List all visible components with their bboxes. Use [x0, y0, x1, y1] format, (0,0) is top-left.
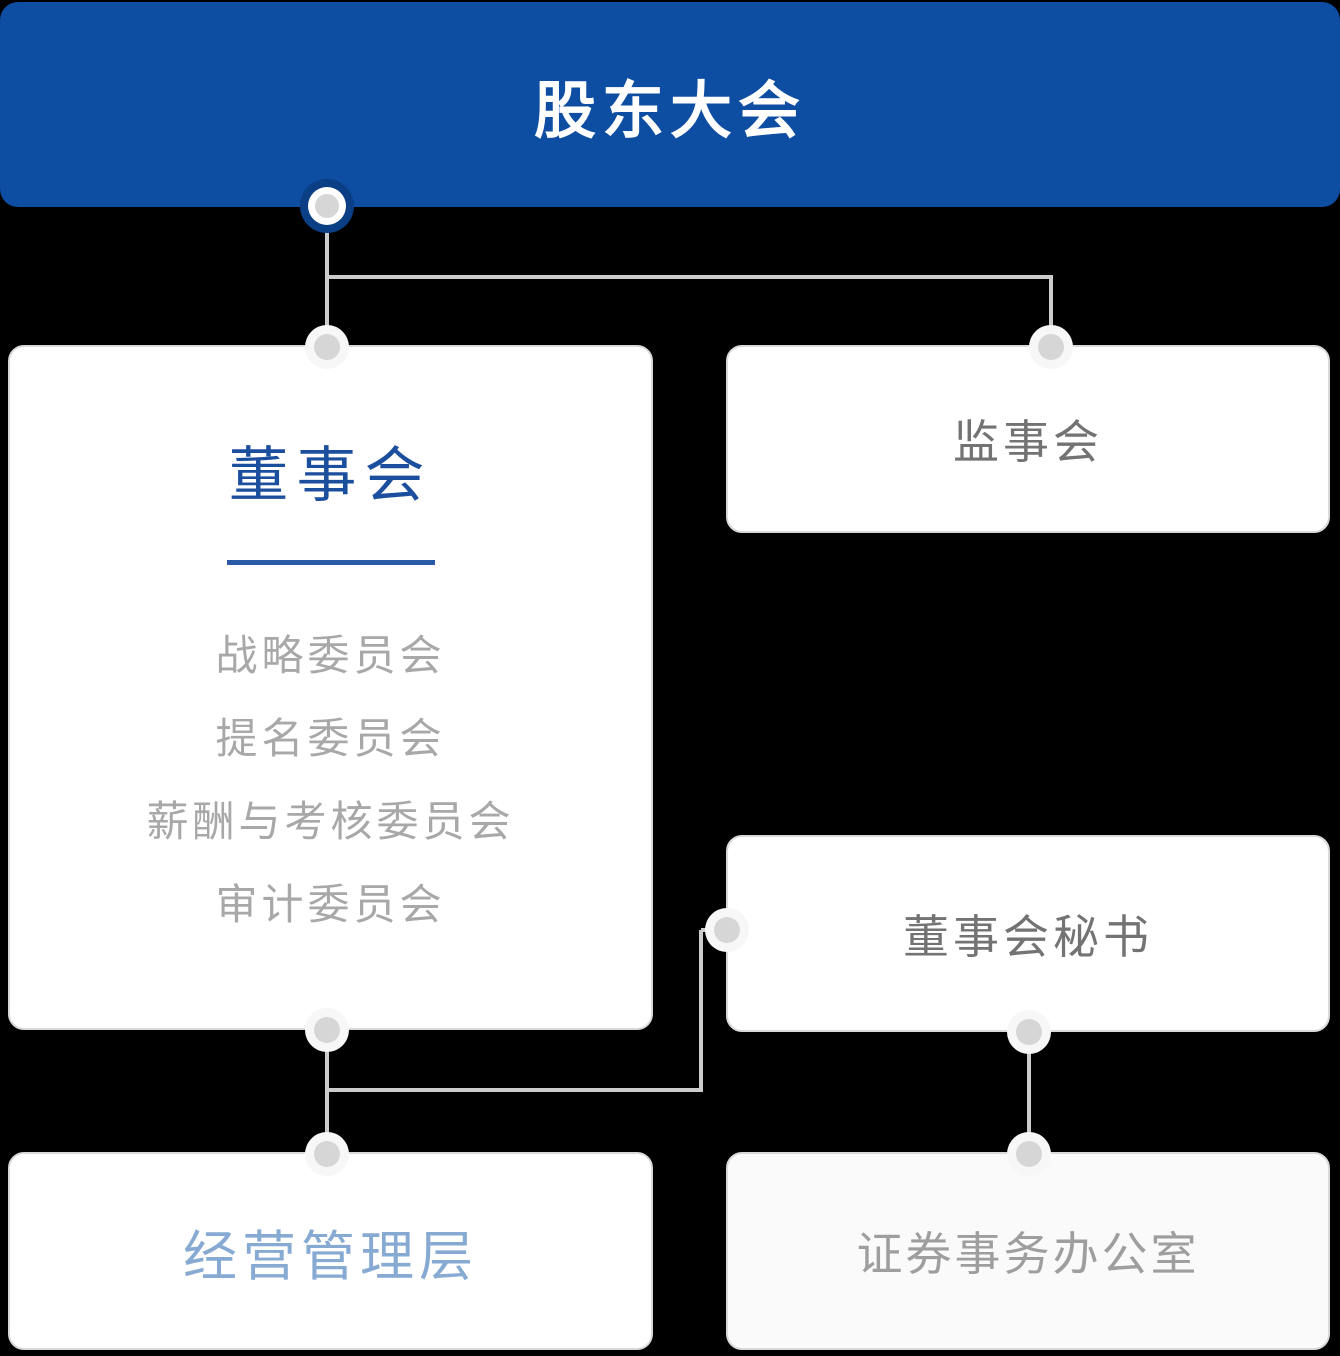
board-secretary-label: 董事会秘书 — [903, 910, 1153, 963]
shareholders-meeting-title: 股东大会 — [533, 76, 806, 146]
node-secretary-bottom — [1007, 1010, 1051, 1054]
committee-list: 战略委员会提名委员会薪酬与考核委员会审计委员会 — [10, 614, 651, 946]
board-title-underline — [226, 560, 435, 565]
board-of-directors-title: 董事会 — [228, 442, 433, 509]
supervisory-board-box: 监事会 — [726, 345, 1330, 533]
board-of-directors-box: 董事会 战略委员会提名委员会薪酬与考核委员会审计委员会 — [8, 345, 653, 1030]
connector-secretary-down — [699, 930, 703, 1092]
node-board-bottom — [305, 1008, 349, 1052]
connector-bottom-horizontal — [327, 1088, 703, 1092]
management-box: 经营管理层 — [8, 1152, 653, 1350]
committee-item: 提名委员会 — [215, 715, 446, 762]
securities-office-box: 证券事务办公室 — [726, 1152, 1330, 1350]
committee-item: 战略委员会 — [215, 632, 446, 679]
connector-header-horizontal — [327, 275, 1053, 279]
connector-to-supervisors — [1049, 275, 1053, 347]
securities-office-label: 证券事务办公室 — [856, 1228, 1200, 1280]
node-supervisors-top — [1029, 325, 1073, 369]
committee-item: 薪酬与考核委员会 — [146, 798, 515, 845]
shareholders-meeting-box: 股东大会 — [0, 2, 1340, 207]
connector-secretary-to-securities — [1027, 1030, 1031, 1154]
node-shareholders — [300, 179, 354, 233]
node-securities-top — [1007, 1132, 1051, 1176]
board-secretary-box: 董事会秘书 — [726, 835, 1330, 1032]
committee-item: 审计委员会 — [215, 881, 446, 928]
management-label: 经营管理层 — [183, 1226, 478, 1287]
node-management-top — [305, 1132, 349, 1176]
supervisory-board-label: 监事会 — [953, 416, 1103, 468]
node-board-top — [305, 325, 349, 369]
node-secretary-left — [705, 908, 749, 952]
